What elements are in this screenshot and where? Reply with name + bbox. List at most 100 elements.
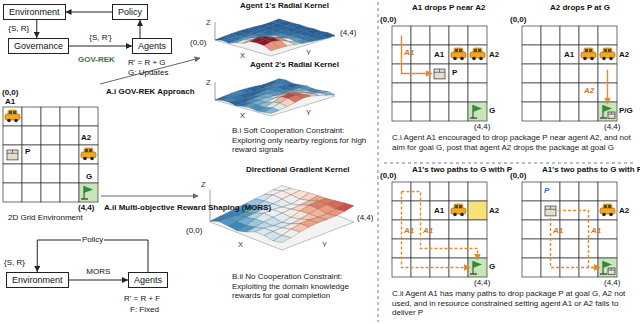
annotation-label: X — [238, 240, 243, 250]
grid-cell — [598, 258, 617, 277]
grid-cell — [560, 102, 579, 121]
grid-cell — [449, 83, 468, 102]
car-window — [13, 111, 16, 114]
box-label: Environment — [9, 7, 60, 17]
radial-kernel-plot — [215, 19, 335, 56]
grid-cell — [468, 258, 487, 277]
process-box: Policy — [112, 4, 148, 20]
package-box — [545, 206, 556, 216]
panel-title: A1's two paths to G with P — [542, 165, 640, 175]
grid-cell — [541, 26, 560, 45]
separator-line — [378, 2, 379, 322]
grid-cell — [60, 164, 79, 183]
grid-cell — [79, 107, 98, 126]
flag-cloth — [84, 186, 93, 193]
grid-cell — [41, 126, 60, 145]
annotation-label: A1 — [434, 206, 444, 216]
grid-cell — [41, 164, 60, 183]
grid-cell — [560, 83, 579, 102]
grid-cell — [598, 182, 617, 201]
car-window — [474, 49, 477, 52]
grid-cell — [79, 183, 98, 202]
grid-cell — [430, 64, 449, 83]
annotation-label: (0,0) — [190, 38, 206, 48]
grid-cell — [468, 220, 487, 239]
edge-label: {S, R} — [7, 24, 30, 34]
box-label: Environment — [12, 275, 63, 285]
car-body — [470, 52, 485, 58]
grid-cell — [541, 201, 560, 220]
car-window — [608, 49, 611, 52]
car-window — [604, 205, 607, 208]
panel-title: A1 drops P near A2 — [412, 3, 485, 13]
panel-title: A1's two paths to G with P — [412, 165, 512, 175]
box-label: Policy — [118, 7, 142, 17]
agent-path — [402, 192, 478, 260]
plot-floor — [215, 20, 335, 56]
grid-cell — [468, 45, 487, 64]
grid-cell — [3, 183, 22, 202]
grid-cell — [541, 45, 560, 64]
car-wheel — [453, 213, 457, 217]
annotation-label: A2 — [81, 133, 91, 143]
annotation-label: X — [240, 51, 245, 61]
annotation-label: Y — [306, 108, 311, 118]
flag-base — [470, 273, 477, 274]
flow-arrow — [69, 46, 132, 47]
flag-base — [81, 198, 88, 199]
annotation-label: Z — [206, 78, 211, 88]
car-wheel — [609, 213, 613, 217]
car-body — [451, 52, 466, 58]
annotation-label: G — [489, 262, 495, 272]
grid-cell — [430, 45, 449, 64]
grid-cell — [60, 183, 79, 202]
process-box: Agents — [132, 38, 172, 54]
grid-cell — [79, 164, 98, 183]
grid-cell — [430, 26, 449, 45]
package-box — [7, 150, 18, 160]
annotation-label: (0,0) — [380, 15, 396, 25]
grid-cell — [449, 220, 468, 239]
grid-cell — [3, 126, 22, 145]
grid-cell — [579, 45, 598, 64]
flag-cloth — [603, 261, 612, 268]
grid-cell — [430, 182, 449, 201]
car-window — [459, 205, 462, 208]
edge-label: Policy — [81, 235, 104, 245]
annotation-label: X — [240, 111, 245, 121]
flow-arrow — [66, 12, 112, 13]
grid-cell — [468, 182, 487, 201]
caption-text: B.i Soft Cooperation Constraint: Explori… — [232, 126, 372, 155]
grid-cell — [560, 64, 579, 83]
annotation-label: Z — [206, 18, 211, 28]
pointer-arrow — [100, 58, 200, 84]
car-wheel — [472, 57, 476, 61]
flag-base — [600, 273, 607, 274]
grid-cell — [560, 182, 579, 201]
grid-cell — [579, 102, 598, 121]
car-wheel — [590, 57, 594, 61]
grid-cell — [560, 26, 579, 45]
annotation-label: R' = R + G — [128, 58, 166, 68]
separator-line — [384, 163, 636, 164]
grid-cell — [560, 45, 579, 64]
grid-world — [392, 26, 487, 121]
annotation-label: Z — [201, 180, 206, 190]
annotation-label: A1 — [404, 226, 414, 236]
grid-world — [3, 107, 98, 202]
agent-path — [558, 211, 600, 268]
plot-axis — [215, 22, 216, 40]
car-wheel — [460, 213, 464, 217]
grid-cell — [522, 182, 541, 201]
annotation-label: (4,4) — [474, 278, 490, 288]
car-wheel — [14, 119, 18, 123]
annotation-label: {S, R} — [4, 258, 25, 268]
grid-world — [522, 182, 617, 277]
annotation-label: A2 — [489, 50, 499, 60]
grid-cell — [3, 145, 22, 164]
grid-cell — [560, 239, 579, 258]
grid-cell — [41, 145, 60, 164]
agent-path — [402, 192, 470, 268]
grid-cell — [598, 26, 617, 45]
annotation-label: Y — [306, 48, 311, 58]
